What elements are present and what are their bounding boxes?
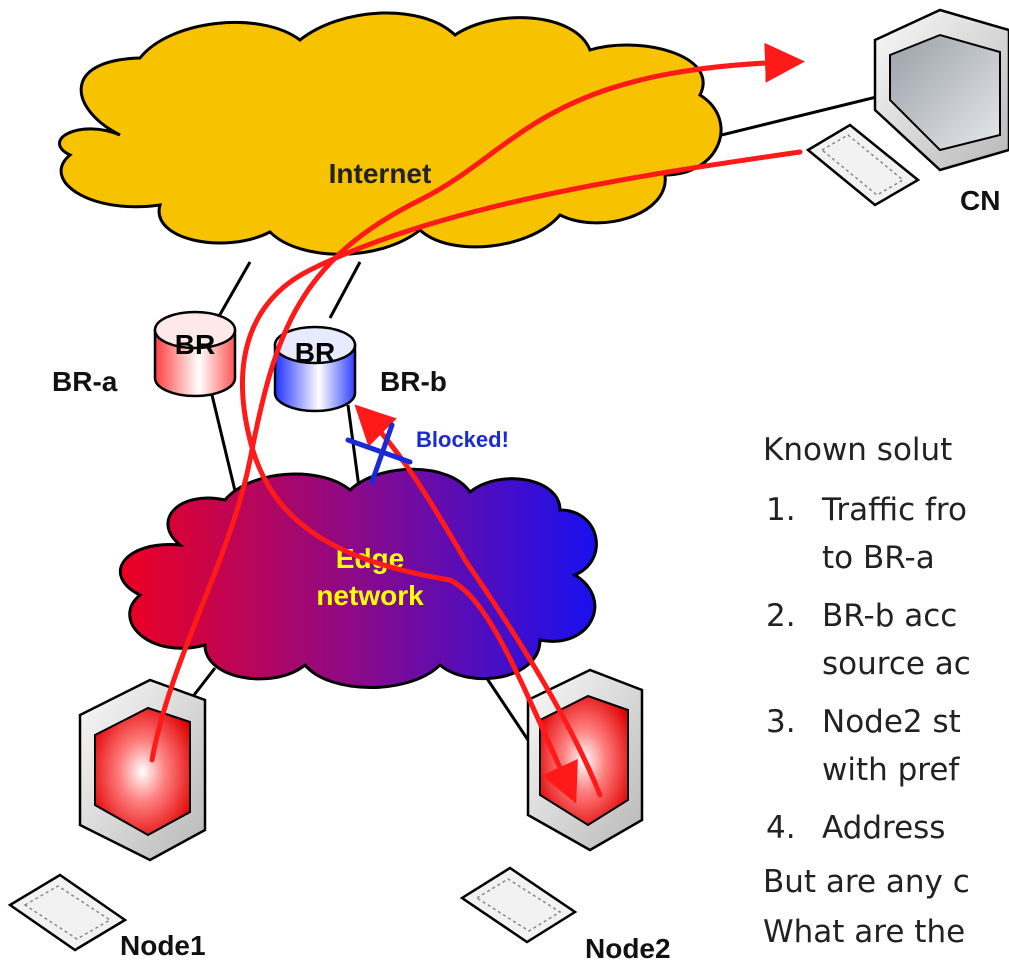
list-item-text: Traffic fro — [822, 492, 967, 528]
blocked-x-icon — [345, 422, 413, 485]
list-item-text: Node2 st — [822, 704, 961, 740]
br-a-router-text: BR — [175, 329, 215, 360]
router-icon: BR — [273, 325, 357, 413]
node2-label: Node2 — [585, 933, 671, 964]
link-br-b-edge — [346, 404, 362, 496]
list-item-number: 3. — [766, 704, 796, 740]
intro-text: Known solut — [763, 432, 953, 468]
br-a-label: BR-a — [52, 366, 118, 397]
keyboard-icon — [459, 866, 578, 944]
list-item-number: 1. — [766, 492, 796, 528]
footer-question-2: What are the — [763, 914, 966, 950]
cn-label: CN — [960, 185, 1000, 216]
list-item: 3. Node2 st — [766, 704, 961, 741]
br-b-label: BR-b — [380, 366, 447, 397]
list-item-continuation: with pref — [822, 752, 960, 788]
br-b-router-text: BR — [295, 337, 335, 368]
footer-question-1: But are any c — [763, 864, 970, 900]
blocked-label: Blocked! — [416, 427, 509, 452]
list-item: 2. BR-b acc — [766, 598, 957, 635]
list-item-continuation: to BR-a — [822, 540, 935, 576]
keyboard-icon — [805, 123, 921, 207]
list-item-number: 4. — [766, 810, 796, 846]
flow-node1-to-cn — [149, 42, 805, 763]
keyboard-icon — [7, 873, 128, 952]
computer-node-icon — [78, 678, 207, 862]
internet-label: Internet — [329, 158, 432, 189]
flow-cn-to-node2 — [240, 149, 803, 804]
list-item-text: Address — [822, 810, 946, 846]
computer-cn-icon: CN — [873, 8, 1009, 216]
link-internet-br-b — [328, 261, 362, 319]
link-internet-br-a — [216, 261, 252, 319]
list-item: 4. Address — [766, 810, 945, 847]
list-item: 1. Traffic fro — [766, 492, 967, 529]
list-item-number: 2. — [766, 598, 796, 634]
list-item-text: BR-b acc — [822, 598, 958, 634]
edge-network-cloud: Edge network — [118, 467, 598, 689]
list-item-continuation: source ac — [822, 646, 971, 682]
router-icon: BR — [153, 310, 237, 398]
edge-label-line2: network — [316, 580, 424, 611]
link-br-a-edge — [210, 394, 238, 496]
node1-label: Node1 — [120, 930, 206, 961]
